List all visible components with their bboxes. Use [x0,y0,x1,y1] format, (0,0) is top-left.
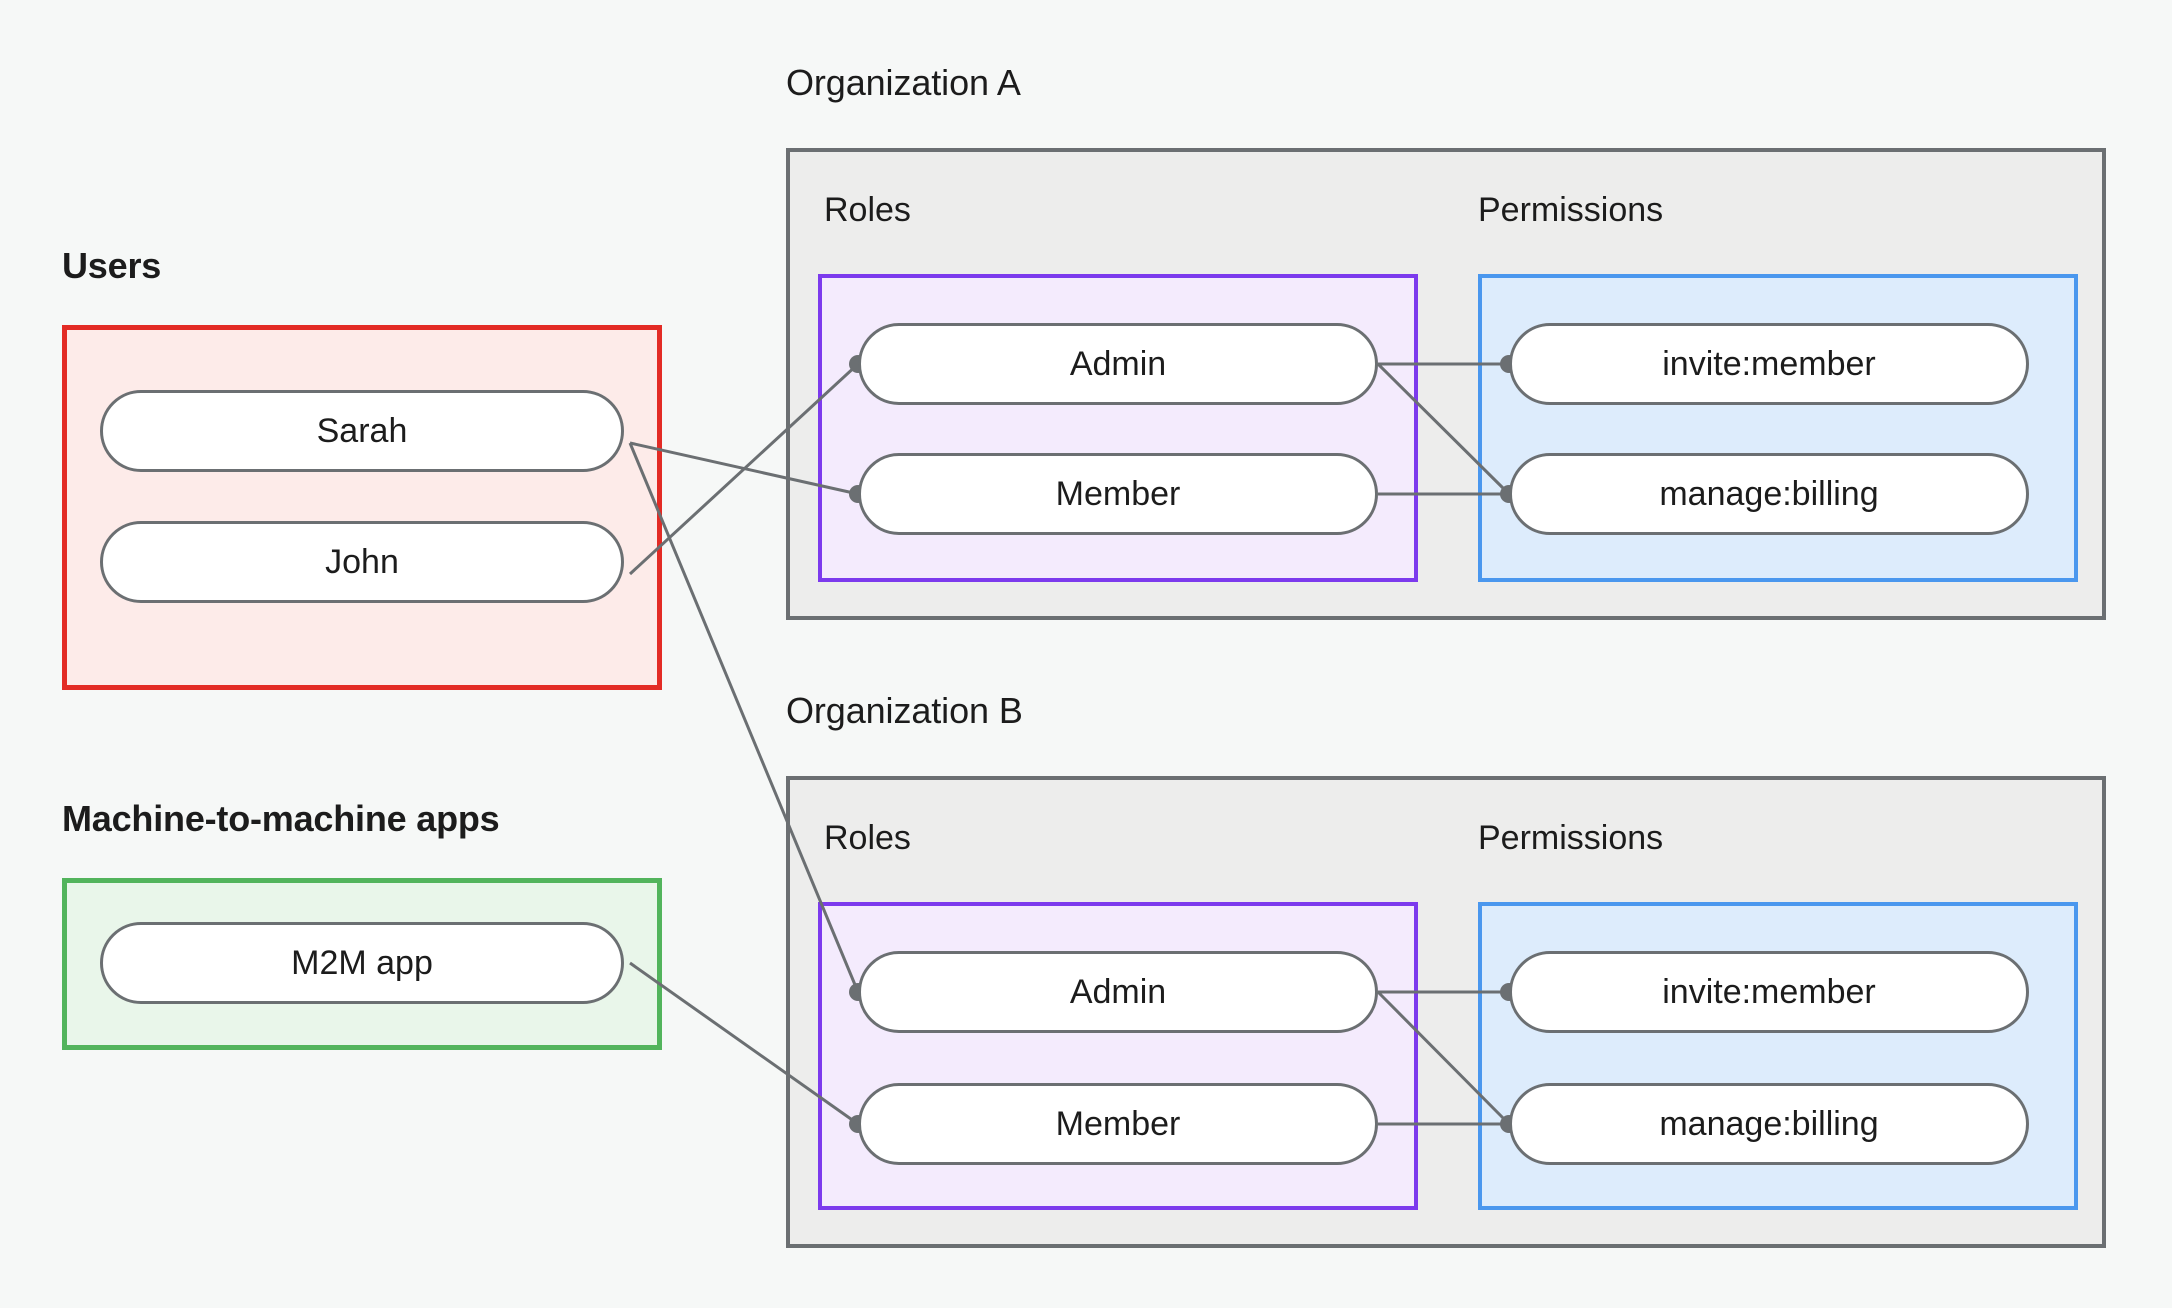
permission-pill-org-a-manage-billing[interactable]: manage:billing [1509,453,2029,535]
org-b-roles-label: Roles [824,819,911,857]
org-a-roles-label: Roles [824,191,911,229]
permission-pill-org-b-manage-billing[interactable]: manage:billing [1509,1083,2029,1165]
org-a-permissions-label: Permissions [1478,191,1664,229]
role-pill-org-a-admin[interactable]: Admin [858,323,1378,405]
m2m-pill-app[interactable]: M2M app [100,922,624,1004]
role-pill-org-a-member[interactable]: Member [858,453,1378,535]
role-pill-org-b-admin[interactable]: Admin [858,951,1378,1033]
org-b-permissions-label: Permissions [1478,819,1664,857]
user-pill-john[interactable]: John [100,521,624,603]
org-a-permissions-box [1478,274,2078,582]
permission-pill-org-b-invite-member[interactable]: invite:member [1509,951,2029,1033]
m2m-group-label: Machine-to-machine apps [62,798,500,839]
org-a-title: Organization A [786,62,1021,103]
role-pill-org-b-member[interactable]: Member [858,1083,1378,1165]
users-group-label: Users [62,245,162,286]
user-pill-sarah[interactable]: Sarah [100,390,624,472]
org-a-roles-box [818,274,1418,582]
users-group-box [62,325,662,690]
org-b-title: Organization B [786,690,1023,731]
permission-pill-org-a-invite-member[interactable]: invite:member [1509,323,2029,405]
